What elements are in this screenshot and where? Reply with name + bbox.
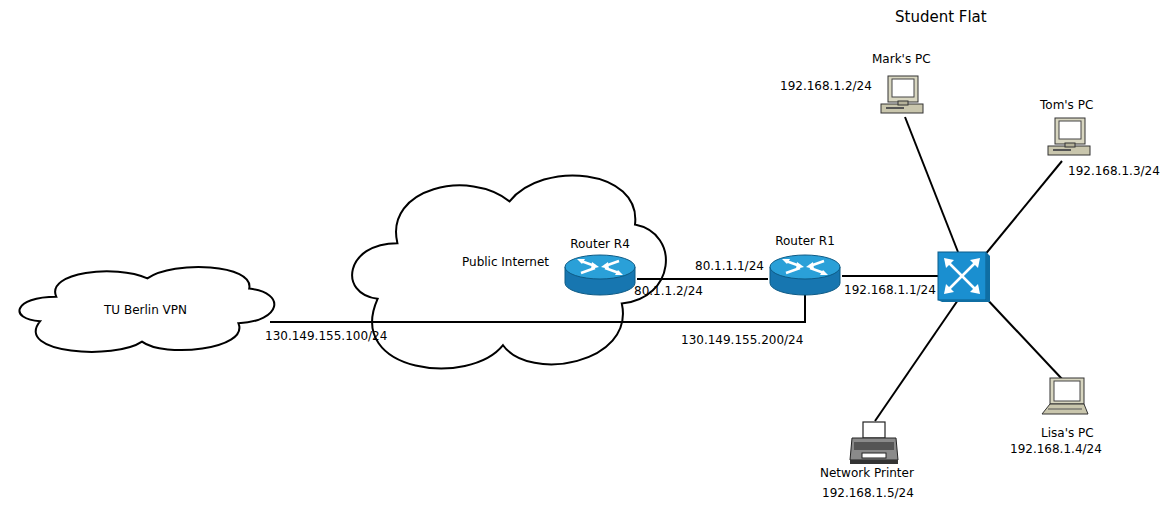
node-name: Mark's PC bbox=[872, 52, 931, 67]
interface-ip: 130.149.155.200/24 bbox=[681, 333, 803, 348]
node-name: Router R4 bbox=[560, 237, 640, 252]
router-r1: Router R1 bbox=[765, 232, 847, 298]
interface-ip: 80.1.1.2/24 bbox=[634, 284, 703, 299]
lan-wire bbox=[875, 300, 958, 421]
internet-cloud: Public Internet Router R4 bbox=[338, 155, 668, 387]
ip-address: 192.168.1.3/24 bbox=[1068, 164, 1160, 179]
pc-node: Mark's PC192.168.1.2/24 bbox=[776, 50, 933, 118]
device-icon bbox=[1040, 376, 1090, 422]
device-icon bbox=[1045, 116, 1093, 162]
node-name: Router R1 bbox=[765, 234, 845, 249]
vpn-cloud: TU Berlin VPN bbox=[8, 258, 276, 360]
device-icon bbox=[768, 253, 842, 301]
area-title: Student Flat bbox=[895, 10, 987, 25]
node-name: Public Internet bbox=[462, 255, 549, 270]
node-name: Network Printer bbox=[820, 466, 914, 481]
switch-symbol bbox=[938, 252, 990, 302]
lan-wire bbox=[905, 117, 958, 252]
network-link bbox=[270, 295, 805, 322]
node-name: Tom's PC bbox=[1040, 98, 1093, 113]
device-icon bbox=[878, 74, 926, 120]
device-icon bbox=[848, 420, 900, 470]
lan-wire bbox=[984, 296, 1062, 379]
node-name: TU Berlin VPN bbox=[104, 303, 187, 318]
laptop-node: Lisa's PC192.168.1.4/24 bbox=[1005, 376, 1155, 466]
ip-address: 192.168.1.5/24 bbox=[822, 486, 914, 501]
lan-wire bbox=[842, 275, 938, 277]
router-r4: Router R4 bbox=[560, 237, 642, 299]
node-name: Lisa's PC bbox=[1041, 426, 1094, 441]
interface-ip: 80.1.1.1/24 bbox=[695, 259, 764, 274]
device-icon bbox=[563, 253, 637, 301]
lan-wire bbox=[984, 161, 1062, 256]
ip-address: 192.168.1.4/24 bbox=[1010, 442, 1102, 457]
printer-node: Network Printer 192.168.1.5/24 bbox=[815, 418, 935, 504]
interface-ip: 130.149.155.100/24 bbox=[265, 329, 387, 344]
interface-ip: 192.168.1.1/24 bbox=[844, 283, 936, 298]
pc-node: Tom's PC 192.168.1.3/24 bbox=[1030, 96, 1165, 180]
ip-address: 192.168.1.2/24 bbox=[780, 79, 872, 94]
network-link bbox=[637, 279, 768, 280]
